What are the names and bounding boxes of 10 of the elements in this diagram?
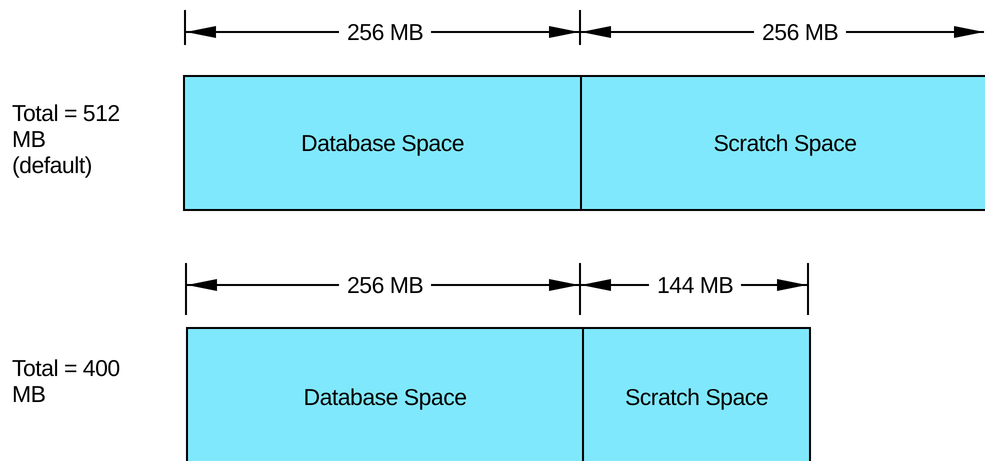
memory-region-bar — [186, 327, 584, 461]
memory-region-bar — [582, 327, 811, 461]
total-size-label: Total = 400 MB — [12, 355, 121, 407]
region-label: Database Space — [300, 130, 464, 156]
memory-region-bar — [580, 75, 985, 211]
region-label: Scratch Space — [624, 384, 768, 410]
region-label: Database Space — [303, 384, 467, 410]
total-size-label: Total = 512 MB (default) — [12, 100, 121, 178]
region-label: Scratch Space — [713, 130, 857, 156]
memory-region-bar — [183, 75, 582, 211]
